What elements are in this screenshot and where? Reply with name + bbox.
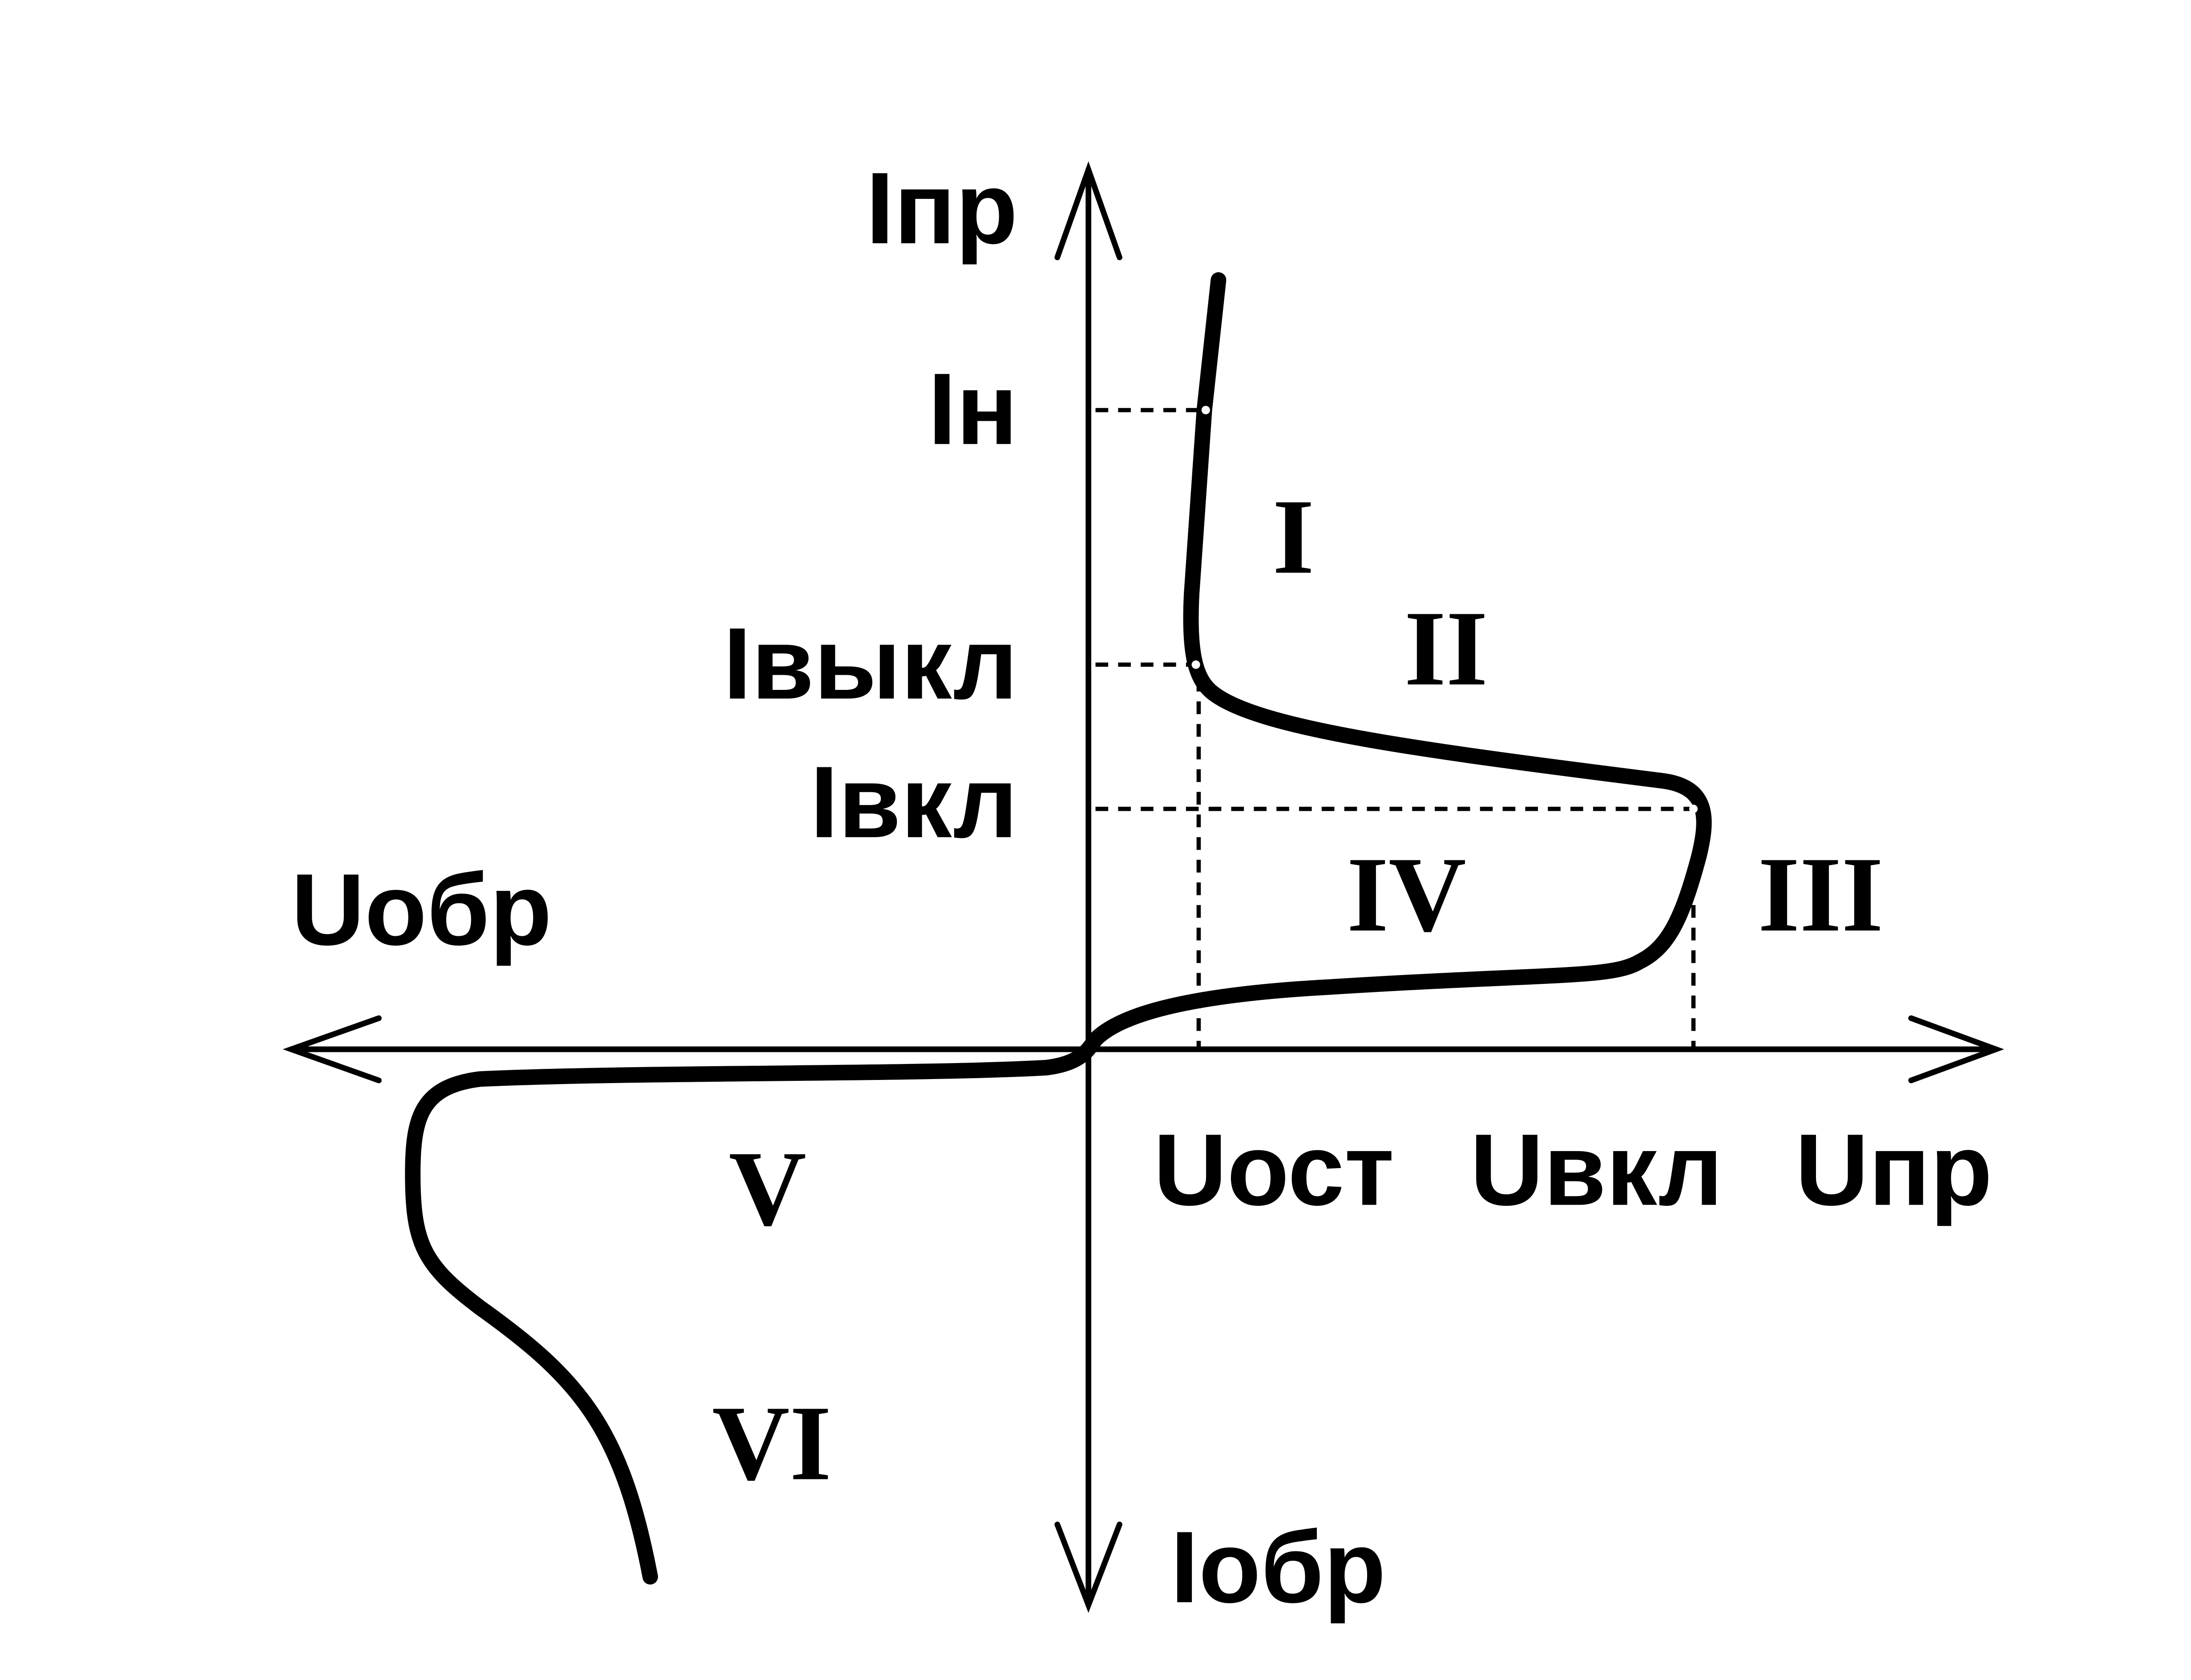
curve-markers xyxy=(1191,406,1698,814)
reverse-voltage-arrowhead xyxy=(282,1015,382,1084)
turn-off-point-marker xyxy=(1191,660,1200,669)
current-level-labels: Iн Iвыкл Iвкл xyxy=(723,352,1018,859)
region-label-6: VI xyxy=(712,1384,831,1503)
region-label-4: IV xyxy=(1347,835,1466,954)
reverse-current-arrowhead xyxy=(1054,1521,1122,1613)
turn-off-current-label: Iвыкл xyxy=(723,607,1018,721)
turn-on-current-label: Iвкл xyxy=(810,745,1018,859)
region-label-3: III xyxy=(1758,835,1884,954)
turn-on-point-marker xyxy=(1689,805,1698,814)
forward-current-arrowhead xyxy=(1054,161,1122,260)
holding-point-marker xyxy=(1201,406,1210,415)
region-labels: I II III IV V VI xyxy=(712,478,1884,1503)
iv-characteristic-curve xyxy=(405,272,1712,1585)
region-label-5: V xyxy=(729,1129,806,1248)
reverse-current-label: Iобр xyxy=(1170,1511,1386,1624)
forward-voltage-arrowhead xyxy=(1908,1015,2004,1084)
forward-voltage-label: Uпр xyxy=(1795,1113,1992,1227)
forward-current-label: Iпр xyxy=(866,152,1017,265)
voltage-level-labels: Uост Uвкл xyxy=(1154,1113,1723,1227)
holding-current-label: Iн xyxy=(928,352,1018,466)
axes xyxy=(282,161,2004,1613)
turn-on-voltage-label: Uвкл xyxy=(1470,1113,1723,1227)
axis-labels: Iпр Iобр Uпр Uобр xyxy=(291,152,1993,1624)
reverse-voltage-label: Uобр xyxy=(291,853,552,967)
residual-voltage-label: Uост xyxy=(1154,1113,1394,1227)
region-label-2: II xyxy=(1404,589,1488,708)
region-label-1: I xyxy=(1272,478,1314,596)
